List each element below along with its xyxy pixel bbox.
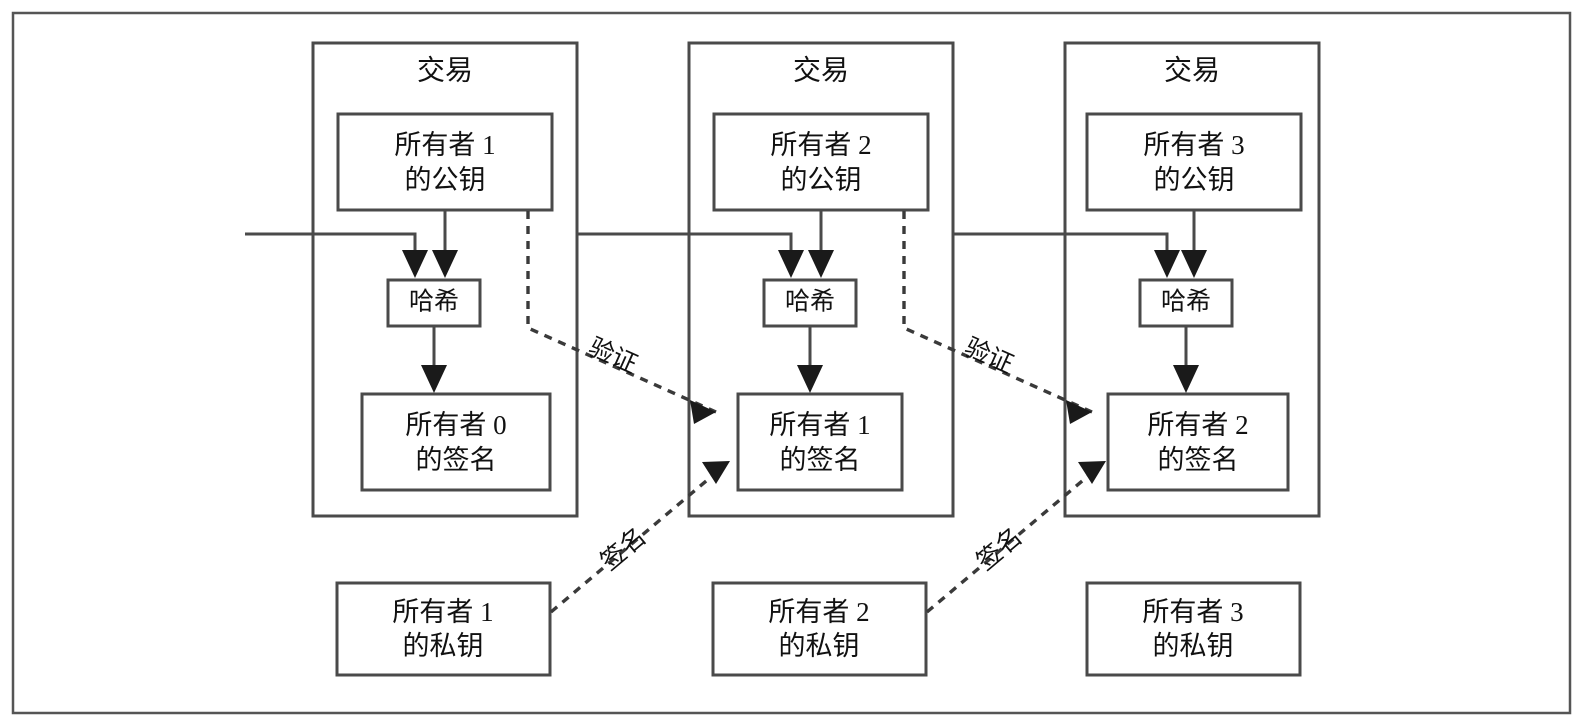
transaction-1-hash-box[interactable]: [386, 278, 482, 328]
transaction-1-title: 交易: [417, 54, 473, 86]
private-key-3-line1: 所有者 3: [1142, 597, 1243, 627]
transaction-3-hash-label: 哈希: [1161, 288, 1211, 316]
transaction-2-public-key-line1: 所有者 2: [770, 130, 871, 160]
sign-edge-2-path: [925, 469, 1096, 614]
transaction-2-frame: [687, 41, 955, 518]
transaction-2-public-key-line2: 的公钥: [781, 165, 862, 195]
transaction-3-public-key-line2: 的公钥: [1154, 165, 1235, 195]
transaction-1-signature-box[interactable]: [360, 392, 552, 492]
private-key-box-2[interactable]: [711, 581, 928, 677]
transaction-1: 交易 所有者 1 的公钥 哈希 所有者 0 的签名: [245, 41, 579, 518]
transaction-1-signature-line1: 所有者 0: [405, 410, 506, 440]
transaction-1-incoming-chain-line: [245, 232, 417, 250]
sign-edge-1: 签名: [549, 461, 730, 614]
verify-edge-1-arrowhead: [690, 400, 716, 424]
transaction-3: 交易 所有者 3 的公钥 哈希 所有者 2 的签名: [953, 41, 1321, 518]
transaction-2: 交易 所有者 2 的公钥 哈希 所有者 1 的签名: [577, 41, 955, 518]
transaction-1-frame: [311, 41, 579, 518]
transaction-2-title: 交易: [793, 54, 849, 86]
transaction-3-public-key-line1: 所有者 3: [1143, 130, 1244, 160]
transaction-2-signature-box[interactable]: [736, 392, 904, 492]
transaction-3-frame: [1063, 41, 1321, 518]
sign-edge-2-arrowhead: [1078, 461, 1106, 484]
transaction-1-public-key-box[interactable]: [336, 112, 554, 212]
private-key-row: 所有者 1 的私钥 所有者 2 的私钥 所有者 3 的私钥: [335, 581, 1302, 677]
private-key-1-line2: 的私钥: [403, 631, 484, 661]
transaction-1-public-key-line1: 所有者 1: [394, 130, 495, 160]
transaction-1-signature-line2: 的签名: [416, 445, 497, 475]
transaction-3-signature-line2: 的签名: [1158, 445, 1239, 475]
sign-edge-1-path: [549, 469, 720, 614]
private-key-3-line2: 的私钥: [1153, 631, 1234, 661]
private-key-box-3[interactable]: [1085, 581, 1302, 677]
sign-edge-1-arrowhead: [702, 461, 730, 484]
private-key-box-1[interactable]: [335, 581, 552, 677]
transaction-3-incoming-chain-line: [953, 232, 1169, 250]
transaction-3-public-key-box[interactable]: [1085, 112, 1303, 212]
transaction-2-incoming-chain-line: [577, 232, 793, 250]
transaction-2-public-key-box[interactable]: [712, 112, 930, 212]
verify-edge-2-arrowhead: [1066, 400, 1092, 424]
private-key-1-line1: 所有者 1: [392, 597, 493, 627]
transaction-2-hash-label: 哈希: [785, 288, 835, 316]
transaction-3-title: 交易: [1164, 54, 1220, 86]
transaction-2-signature-line1: 所有者 1: [769, 410, 870, 440]
transaction-1-public-key-line2: 的公钥: [405, 165, 486, 195]
transaction-3-signature-line1: 所有者 2: [1147, 410, 1248, 440]
private-key-2-line1: 所有者 2: [768, 597, 869, 627]
transaction-3-signature-box[interactable]: [1106, 392, 1290, 492]
transaction-3-hash-box[interactable]: [1138, 278, 1234, 328]
transaction-2-signature-line2: 的签名: [780, 445, 861, 475]
transaction-1-hash-label: 哈希: [409, 288, 459, 316]
private-key-2-line2: 的私钥: [779, 631, 860, 661]
